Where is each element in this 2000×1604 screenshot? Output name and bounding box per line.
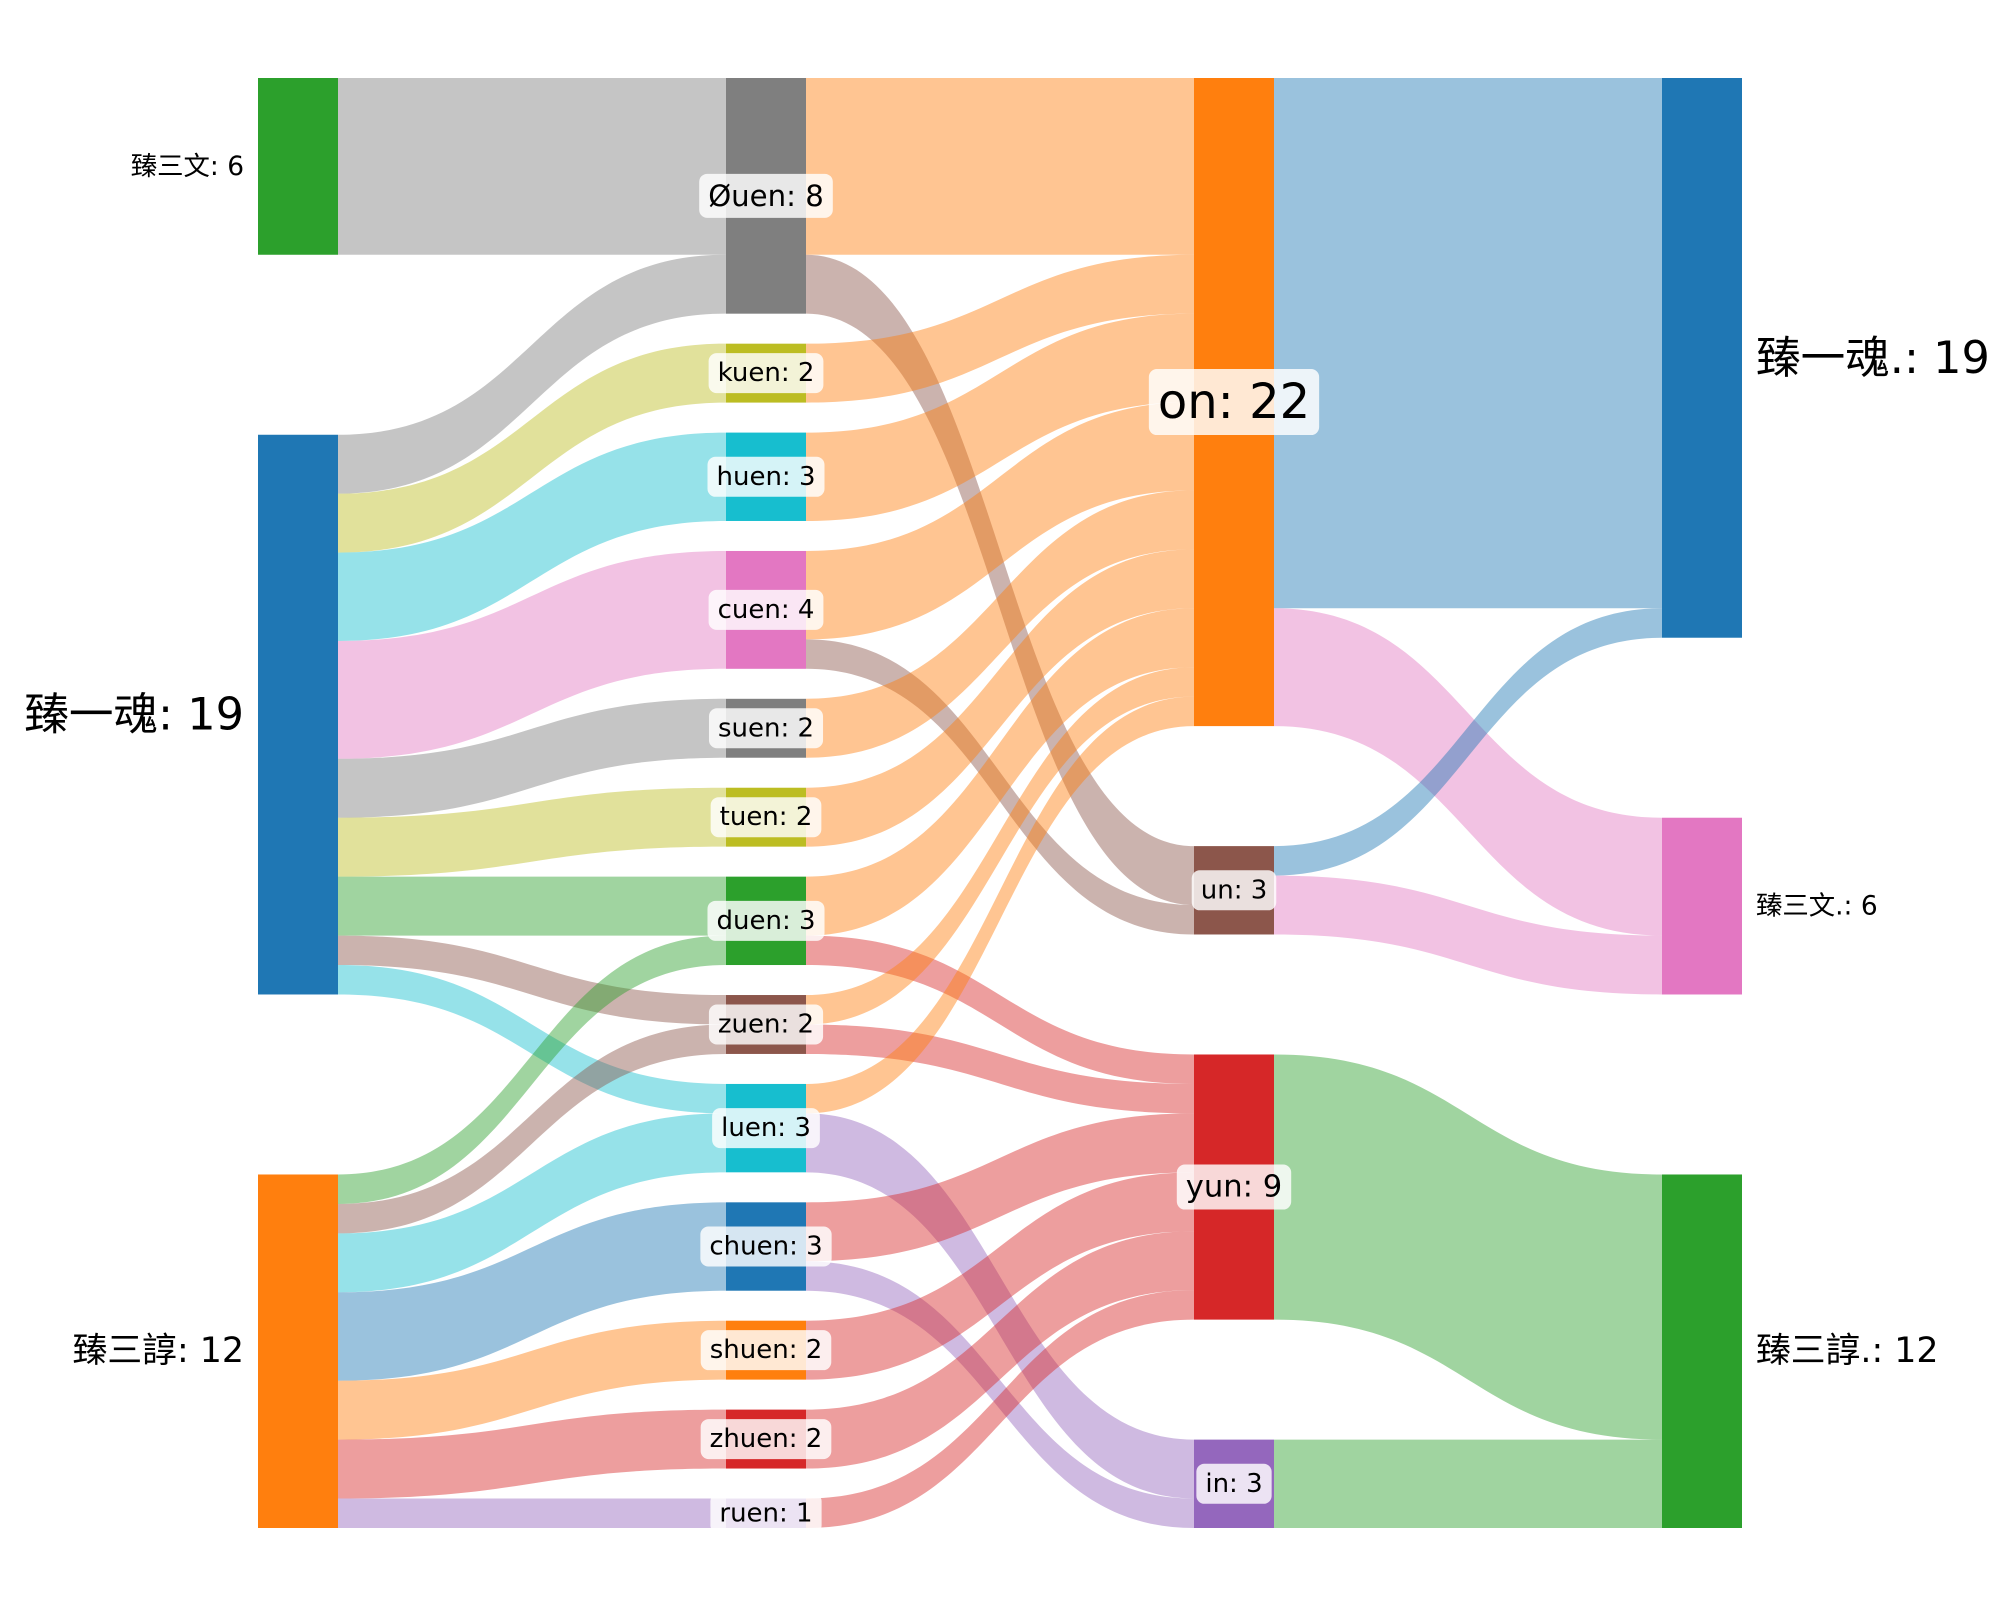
link-臻一魂-tuen [338, 787, 726, 877]
node-label-臻三文: 臻三文: 6 [131, 151, 244, 182]
node-label-bg-huen [707, 456, 825, 497]
link-Øuen-on [806, 78, 1194, 255]
link-臻一魂-zuen [338, 935, 726, 1025]
link-cuen-on [806, 402, 1194, 640]
link-luen-in [806, 1113, 1194, 1499]
node-label-bg-shuen [700, 1330, 832, 1371]
link-huen-on [806, 313, 1194, 521]
link-臻一魂-luen [338, 965, 726, 1114]
link-in-臻三諄. [1274, 1439, 1662, 1528]
link-臻三文-Øuen [338, 78, 726, 255]
link-臻一魂-Øuen [338, 254, 726, 494]
link-tuen-on [806, 549, 1194, 847]
node-label-bg-in [1196, 1463, 1272, 1504]
link-duen-yun [806, 935, 1194, 1084]
node-label-臻三文.: 臻三文.: 6 [1756, 891, 1878, 922]
node-label-tuen: tuen: 2 [720, 802, 813, 832]
link-zhuen-yun [806, 1231, 1194, 1469]
node-臻三諄. [1662, 1174, 1742, 1528]
node-label-kuen: kuen: 2 [718, 358, 815, 388]
link-ruen-yun [806, 1290, 1194, 1528]
node-label-bg-suen [708, 708, 824, 749]
link-臻三諄-zhuen [338, 1409, 726, 1499]
link-chuen-in [806, 1261, 1194, 1528]
link-臻三諄-duen [338, 935, 726, 1204]
node-臻三諄 [258, 1174, 338, 1528]
links-layer [338, 78, 1662, 1528]
node-label-in: in: 3 [1205, 1469, 1262, 1499]
node-label-bg-luen [712, 1108, 820, 1149]
node-label-shuen: shuen: 2 [710, 1335, 823, 1365]
link-Øuen-un [806, 254, 1194, 906]
node-label-huen: huen: 3 [717, 462, 816, 492]
node-label-suen: suen: 2 [718, 713, 814, 743]
node-label-bg-ruen [710, 1493, 822, 1534]
node-label-bg-zhuen [700, 1419, 832, 1460]
labels-layer: 臻三文: 6 臻一魂: 19 臻三諄: 12 Øuen: 8 kuen: 2 huen: … [24, 151, 1990, 1534]
node-label-bg-kuen [708, 353, 824, 394]
node-label-bg-duen [707, 900, 825, 941]
link-un-臻一魂. [1274, 608, 1662, 876]
link-臻三諄-shuen [338, 1320, 726, 1440]
link-臻一魂-kuen [338, 343, 726, 553]
link-臻三諄-ruen [338, 1498, 726, 1528]
link-duen-on [806, 608, 1194, 936]
link-臻一魂-suen [338, 698, 726, 818]
node-臻三文 [258, 78, 338, 255]
node-label-Øuen: Øuen: 8 [708, 179, 824, 213]
node-label-yun: yun: 9 [1186, 1170, 1282, 1205]
link-臻三諄-chuen [338, 1202, 726, 1381]
node-label-bg-un [1191, 870, 1277, 911]
link-shuen-yun [806, 1172, 1194, 1380]
link-un-臻三文. [1274, 875, 1662, 995]
node-label-bg-chuen [700, 1226, 832, 1267]
link-臻三諄-zuen [338, 1024, 726, 1234]
link-luen-on [806, 696, 1194, 1114]
node-label-bg-cuen [708, 589, 824, 630]
node-label-un: un: 3 [1201, 875, 1268, 905]
node-label-zuen: zuen: 2 [718, 1009, 814, 1039]
node-臻三文. [1662, 817, 1742, 995]
link-zuen-yun [806, 1024, 1194, 1114]
link-cuen-un [806, 639, 1194, 935]
node-label-bg-Øuen [699, 173, 833, 218]
node-臻一魂. [1662, 78, 1742, 638]
node-label-luen: luen: 3 [721, 1113, 811, 1143]
link-臻一魂-huen [338, 432, 726, 641]
node-label-bg-tuen [710, 797, 822, 838]
link-zuen-on [806, 667, 1194, 1025]
link-chuen-yun [806, 1113, 1194, 1262]
link-臻三諄-luen [338, 1113, 726, 1293]
link-臻一魂-duen [338, 876, 726, 936]
node-label-臻三諄: 臻三諄: 12 [73, 1331, 244, 1371]
node-label-bg-zuen [708, 1004, 824, 1045]
node-label-on: on: 22 [1158, 374, 1310, 430]
node-臻一魂 [258, 434, 338, 995]
link-kuen-on [806, 254, 1194, 403]
node-label-bg-on [1148, 369, 1320, 436]
link-on-臻三文. [1274, 608, 1662, 936]
link-yun-臻三諄. [1274, 1054, 1662, 1440]
node-label-duen: duen: 3 [716, 906, 815, 936]
node-label-cuen: cuen: 4 [718, 595, 815, 625]
node-label-臻三諄.: 臻三諄.: 12 [1756, 1331, 1939, 1371]
node-label-臻一魂: 臻一魂: 19 [24, 689, 244, 741]
link-臻一魂-cuen [338, 550, 726, 759]
node-label-臻一魂.: 臻一魂.: 19 [1756, 332, 1990, 384]
link-suen-on [806, 490, 1194, 758]
node-label-bg-yun [1176, 1164, 1292, 1210]
node-label-ruen: ruen: 1 [719, 1498, 812, 1528]
node-label-chuen: chuen: 3 [709, 1232, 822, 1262]
node-label-zhuen: zhuen: 2 [710, 1424, 823, 1454]
link-on-臻一魂. [1274, 78, 1662, 609]
